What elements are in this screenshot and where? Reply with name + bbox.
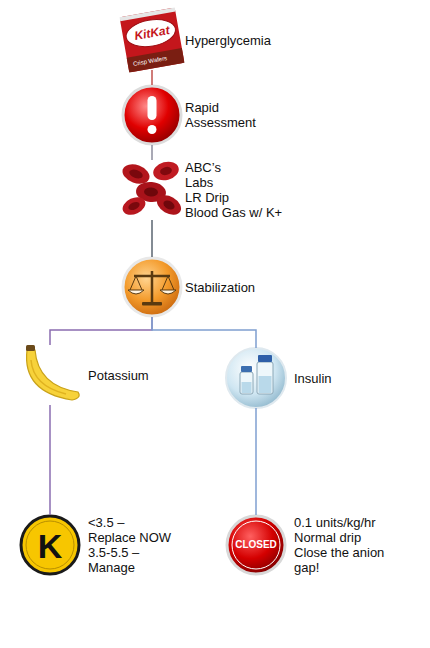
cell-center [128,168,144,180]
banana-stem [26,345,35,351]
step-text: Stabilization [185,280,285,295]
blood-cell [151,159,181,183]
step-node: Insulin [226,348,374,408]
vial-liquid [242,382,252,393]
balance-pan [160,290,176,294]
step-text: 0.1 units/kg/hr [294,515,389,530]
step-node: Rapid Assessment [122,85,285,145]
step-text: LR Drip [185,190,305,205]
cell-body [151,159,181,183]
step-node: Potassium [20,345,178,405]
connector-line [49,405,51,515]
logo-oval [124,16,178,50]
step-text: Hyperglycemia [185,33,295,48]
sign-disc [227,516,285,574]
candy-wrapper-icon [120,8,185,73]
potassium-badge [21,516,79,574]
banana-icon [26,345,79,400]
balance-strings [130,276,174,290]
step-text: ABC’s [185,160,305,175]
node-text-group: 0.1 units/kg/hrNormal dripClose the anio… [294,515,389,575]
insulin-icon [226,348,286,408]
step-text: Labs [185,175,305,190]
alert-dot [148,125,157,134]
element-symbol: K [38,529,63,563]
wrapper-tagline: Crisp Wafers [133,55,168,67]
step-node: ABC’sLabsLR DripBlood Gas w/ K+ [122,160,305,220]
step-text: Normal drip [294,530,389,545]
vial-glass [240,372,253,394]
connector-line [151,145,153,160]
connector-line [151,220,153,257]
cell-body [153,191,184,219]
alert-icon [123,86,181,144]
icon-slot [226,348,286,408]
icon-slot [20,345,80,405]
node-text-group: ABC’sLabsLR DripBlood Gas w/ K+ [185,160,305,220]
icon-slot [122,85,182,145]
alert-disc [123,86,181,144]
blood-cells-icon [120,159,185,219]
balance-beam [134,275,170,278]
step-text: Potassium [88,368,178,383]
cell-center [127,200,141,211]
step-text: 3.5-5.5 – Manage [88,545,173,575]
node-text-group: Insulin [294,371,374,386]
wrapper-crimp [120,8,176,22]
vial-glass [257,362,273,394]
connector-line [151,70,153,85]
balance-icon [123,258,181,316]
banana-ridge [31,360,66,394]
balance-pan [128,290,144,294]
brand-logo: KitKat [134,24,171,42]
connector-line [255,408,257,515]
icon-slot [122,257,182,317]
balance-base [142,302,162,306]
blood-cell [120,194,149,219]
blood-cell [153,191,184,219]
insulin-disc [226,348,286,408]
badge-disc [21,516,79,574]
step-node: Stabilization [122,257,285,317]
step-text: Rapid Assessment [185,100,285,130]
sign-ring [232,521,280,569]
connector-line [50,317,152,345]
node-text-group: Hyperglycemia [185,33,295,48]
node-text-group: Potassium [88,368,178,383]
node-text-group: Stabilization [185,280,285,295]
step-text: <3.5 – Replace NOW [88,515,173,545]
connector-line [152,317,256,348]
wrapper-stripe [127,48,185,72]
step-text: Close the anion gap! [294,545,389,575]
step-text: Insulin [294,371,374,386]
alert-bar [148,96,157,120]
cell-center [162,199,176,212]
banana-peel [27,350,80,400]
balance-disc [123,258,181,316]
node-text-group: <3.5 – Replace NOW3.5-5.5 – Manage [88,515,173,575]
sign-word: CLOSED [235,540,277,550]
cell-body [120,194,149,219]
vial-liquid [259,376,272,393]
vial-cap [241,366,252,372]
badge-ring [26,521,74,569]
cell-center [159,166,173,177]
closed-sign [227,516,285,574]
vial-cap [258,355,272,362]
node-text-group: Rapid Assessment [185,100,285,130]
icon-slot [122,160,182,220]
step-text: Blood Gas w/ K+ [185,205,305,220]
cell-center [144,187,159,197]
wrapper-body [120,8,185,73]
